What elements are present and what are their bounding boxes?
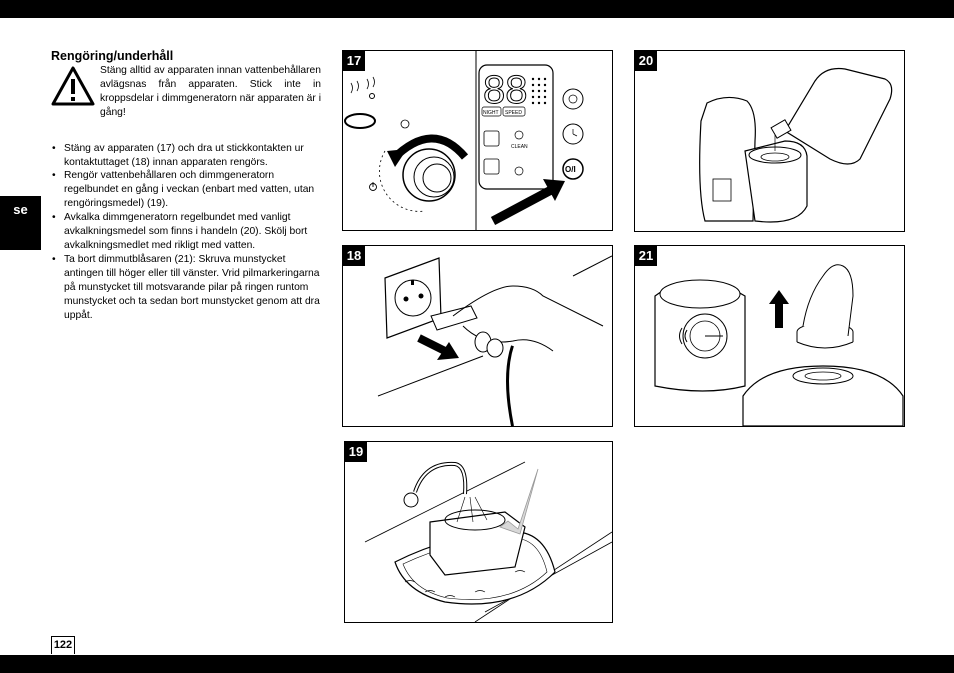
figure-17-illustration: 88 NIGHT SPEED CLEAN O/I bbox=[344, 51, 584, 230]
section-heading: Rengöring/underhåll bbox=[51, 49, 174, 63]
figure-18-illustration bbox=[377, 255, 612, 426]
figure-20: 20 bbox=[634, 50, 905, 232]
figure-19: 19 bbox=[344, 441, 613, 623]
panel-night-label: NIGHT bbox=[483, 110, 499, 116]
list-item: Rengör vattenbehållaren och dimmgenerato… bbox=[51, 169, 321, 211]
figure-18: 18 bbox=[342, 245, 613, 427]
language-tab: se bbox=[0, 196, 41, 250]
figure-21: 21 bbox=[634, 245, 905, 427]
bottom-bar bbox=[0, 655, 954, 673]
figure-17: 17 88 NIGHT SPEED bbox=[342, 50, 613, 231]
figure-number: 19 bbox=[345, 442, 367, 462]
panel-clean-label: CLEAN bbox=[511, 144, 528, 150]
instruction-list: Stäng av apparaten (17) och dra ut stick… bbox=[51, 142, 321, 323]
warning-text: Stäng alltid av apparaten innan vattenbe… bbox=[100, 65, 321, 118]
figure-21-illustration bbox=[654, 264, 904, 426]
page-number: 122 bbox=[51, 636, 75, 654]
panel-speed-label: SPEED bbox=[505, 110, 522, 116]
arrow-icon bbox=[769, 290, 789, 328]
display-digits: 88 bbox=[483, 68, 528, 112]
power-icon bbox=[369, 182, 377, 191]
top-bar bbox=[0, 0, 954, 18]
figure-number: 17 bbox=[343, 51, 365, 71]
figure-20-illustration bbox=[699, 67, 893, 223]
language-tab-label: se bbox=[13, 202, 28, 217]
list-item: Avkalka dimmgeneratorn regelbundet med v… bbox=[51, 211, 321, 253]
figure-number: 21 bbox=[635, 246, 657, 266]
figure-19-illustration bbox=[364, 461, 612, 622]
figure-number: 20 bbox=[635, 51, 657, 71]
figure-number: 18 bbox=[343, 246, 365, 266]
power-button-label: O/I bbox=[565, 165, 576, 174]
list-item: Stäng av apparaten (17) och dra ut stick… bbox=[51, 142, 321, 170]
warning-block: Stäng alltid av apparaten innan vattenbe… bbox=[51, 64, 321, 120]
arrow-icon bbox=[490, 179, 565, 225]
list-item: Ta bort dimmutblåsaren (21): Skruva muns… bbox=[51, 253, 321, 323]
warning-triangle-icon bbox=[51, 66, 95, 106]
text-column: Rengöring/underhåll Stäng alltid av appa… bbox=[51, 48, 321, 322]
